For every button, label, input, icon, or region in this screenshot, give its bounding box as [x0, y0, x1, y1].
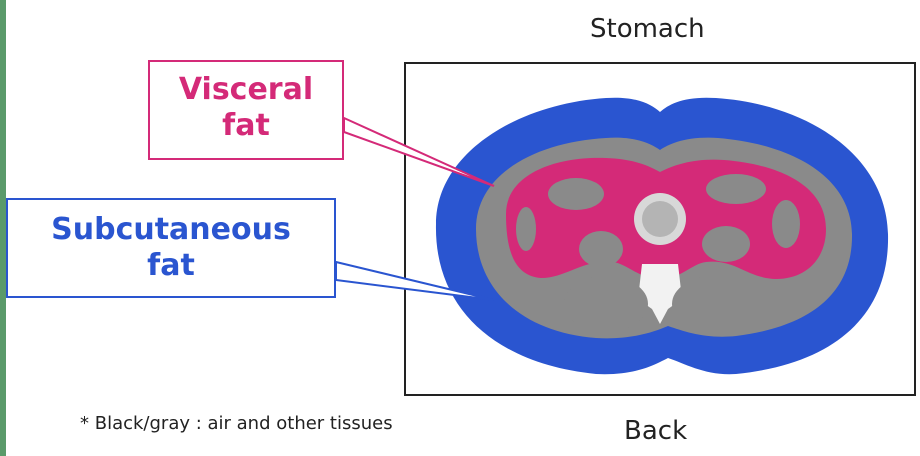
visceral-pointer: [344, 118, 494, 186]
subcutaneous-pointer: [336, 262, 494, 300]
footnote: * Black/gray : air and other tissues: [80, 413, 393, 434]
